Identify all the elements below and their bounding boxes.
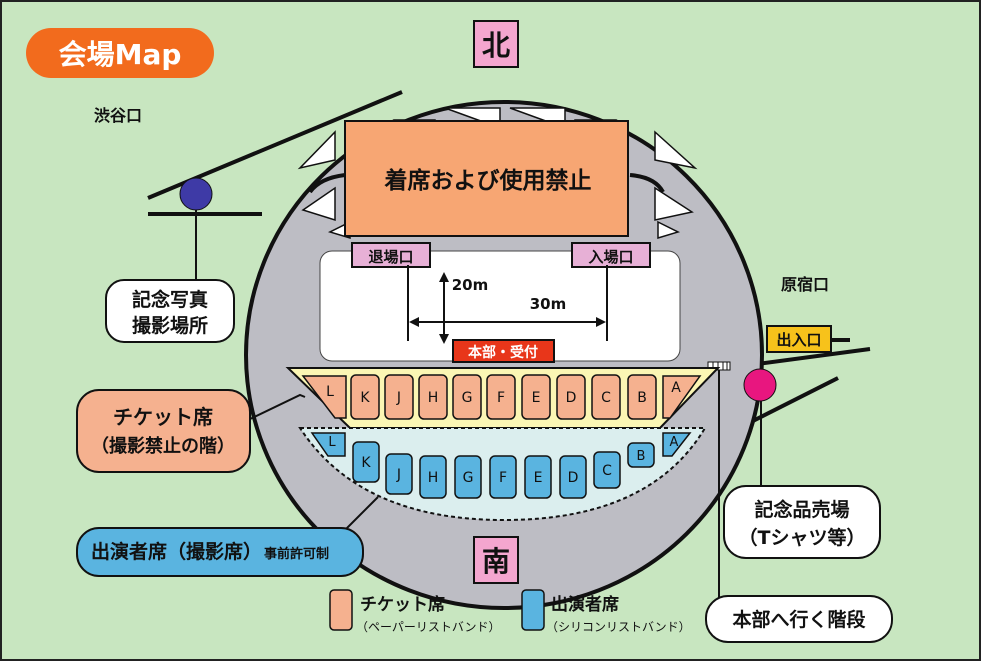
- entry-gate-box: [571, 242, 651, 268]
- photo-spot-callout: [105, 279, 235, 343]
- performer-block-label: C: [602, 463, 612, 479]
- photo-callout-line2: 撮影場所: [132, 315, 208, 337]
- performer-block-label: A: [670, 435, 679, 450]
- goods-spot-marker: [743, 368, 777, 402]
- ticket-seat-blocks: L K J H G F E D C B A: [301, 374, 702, 420]
- ticket-block-label: F: [497, 390, 505, 406]
- harajuku-entrance-label: 原宿口: [781, 275, 829, 294]
- stairs-callout: [705, 595, 893, 643]
- ticket-block: [350, 374, 380, 420]
- performer-block-label: K: [361, 455, 371, 471]
- ticket-block: [384, 374, 414, 420]
- legend: チケット席 （ペーパーリストバンド） 出演者席 （シリコンリストバンド）: [329, 589, 691, 634]
- legend-performer-name: 出演者席: [551, 594, 619, 615]
- goods-callout-line2: （Tシャツ等）: [739, 526, 866, 549]
- entry-gate-label: 入場口: [588, 248, 633, 266]
- stage-area: [344, 120, 629, 237]
- performer-block-label: G: [463, 470, 474, 486]
- goods-callout: [723, 485, 881, 559]
- ticket-block-label: G: [462, 390, 473, 406]
- ticket-block-label: H: [428, 390, 439, 406]
- page-title: 会場Map: [59, 38, 182, 71]
- height-dimension: 20m: [452, 276, 489, 294]
- performer-block: [559, 455, 587, 499]
- ticket-block-label: E: [532, 390, 541, 406]
- exit-gate-label: 退場口: [368, 248, 413, 266]
- exit-gate-box: [351, 242, 431, 268]
- ticket-block-label: K: [360, 390, 370, 406]
- performer-block-label: J: [396, 467, 401, 483]
- legend-ticket-name: チケット席: [360, 594, 445, 615]
- ticket-block: [591, 374, 621, 420]
- ticket-block-label: C: [601, 390, 611, 406]
- performer-seat-blocks: L K J H G F E D C B A: [310, 432, 692, 499]
- ticket-block-label: A: [671, 380, 681, 396]
- performer-block-label: B: [637, 449, 646, 464]
- ticket-block: [486, 374, 516, 420]
- shibuya-entrance-label: 渋谷口: [94, 106, 142, 125]
- gate-label: 出入口: [776, 331, 821, 349]
- performer-block: [385, 453, 413, 495]
- ticket-callout-line1: チケット席: [113, 405, 213, 429]
- performer-seat-callout: [76, 527, 364, 577]
- hq-reception-box: [452, 339, 555, 363]
- north-label: 北: [482, 29, 510, 62]
- south-label: 南: [482, 545, 510, 578]
- gate-box: [766, 325, 832, 353]
- ticket-block: [521, 374, 551, 420]
- performer-block: [352, 441, 380, 483]
- ticket-block-label: B: [637, 390, 647, 406]
- performer-block-label: H: [428, 470, 439, 486]
- ticket-block: [452, 374, 482, 420]
- performer-block: [524, 455, 552, 499]
- ticket-block: [418, 374, 448, 420]
- stairs-callout-label: 本部へ行く階段: [732, 608, 866, 631]
- ticket-block-label: L: [326, 384, 334, 400]
- ticket-block: [662, 375, 702, 419]
- performer-block-label: E: [534, 470, 543, 486]
- performer-block: [489, 455, 517, 499]
- ticket-block: [301, 375, 347, 419]
- ticket-block-label: D: [566, 390, 577, 406]
- stage-label: 着席および使用禁止: [385, 167, 592, 194]
- performer-callout-main: 出演者席（撮影席）事前許可制: [91, 540, 329, 563]
- performer-block-label: D: [568, 470, 579, 486]
- south-marker: [473, 536, 519, 584]
- performer-block: [662, 432, 692, 457]
- performer-block: [593, 451, 621, 489]
- legend-performer-swatch: [521, 589, 545, 631]
- performer-block-label: L: [328, 435, 336, 450]
- legend-performer-sub: （シリコンリストバンド）: [546, 620, 691, 634]
- photo-callout-line1: 記念写真: [132, 288, 208, 311]
- performer-block: [310, 432, 346, 457]
- ticket-block-label: J: [396, 390, 401, 406]
- hq-reception-label: 本部・受付: [468, 344, 538, 361]
- north-marker: [473, 20, 519, 68]
- title-badge: 会場Map: [26, 28, 214, 78]
- ticket-callout-leader: [247, 393, 306, 421]
- photo-spot-marker: [179, 177, 213, 211]
- goods-callout-line1: 記念品売場: [754, 498, 849, 521]
- ticket-seat-callout: [76, 389, 251, 473]
- ticket-block: [627, 374, 657, 420]
- dimension-lines: [407, 265, 608, 341]
- width-dimension: 30m: [530, 295, 567, 313]
- dimension-arrows: [409, 272, 606, 344]
- performer-block: [454, 455, 482, 499]
- ticket-block: [556, 374, 586, 420]
- performer-block: [419, 455, 447, 499]
- legend-ticket-swatch: [329, 589, 353, 631]
- stand-curves: [308, 173, 665, 194]
- ticket-callout-line2: （撮影禁止の階）: [91, 435, 235, 457]
- legend-ticket-sub: （ペーパーリストバンド）: [356, 620, 500, 634]
- performer-block-label: F: [499, 470, 507, 486]
- performer-block: [627, 442, 655, 468]
